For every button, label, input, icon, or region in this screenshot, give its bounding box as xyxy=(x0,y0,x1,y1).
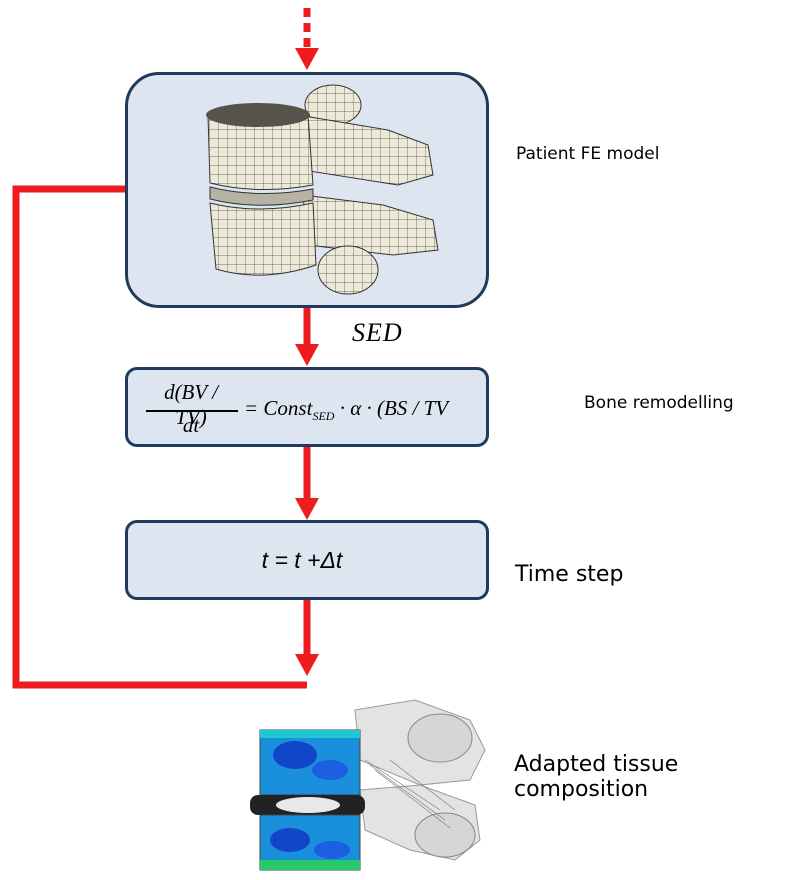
feedback-loop xyxy=(12,185,307,689)
vertebra-mesh-image xyxy=(206,84,439,295)
label-time-step: Time step xyxy=(515,562,624,587)
adapted-vertebra-image xyxy=(250,699,486,871)
incoming-arrowhead xyxy=(295,48,319,70)
arrowhead-timestep xyxy=(295,498,319,520)
time-step-box: t = t +Δt xyxy=(125,520,489,600)
time-step-formula: t = t +Δt xyxy=(261,546,343,573)
fraction-bar xyxy=(146,410,238,412)
rhs-const: = Const xyxy=(244,396,313,420)
remodelling-equation: d(BV / TV) dt = ConstSED · α · (BS / TV xyxy=(140,378,486,442)
label-fe-model: Patient FE model xyxy=(516,144,660,164)
fe-model-box xyxy=(125,72,489,308)
remodelling-box: d(BV / TV) dt = ConstSED · α · (BS / TV xyxy=(125,367,489,447)
fraction-denominator: dt xyxy=(182,413,200,437)
arrowhead-remodelling xyxy=(295,344,319,366)
sed-label: SED xyxy=(352,318,403,347)
label-remodelling: Bone remodelling xyxy=(584,393,734,413)
fraction-numerator: d(BV / TV) xyxy=(164,380,218,429)
label-adapted: Adapted tissue composition xyxy=(514,752,679,802)
equation-rhs: = ConstSED · α · (BS / TV xyxy=(244,396,448,424)
rhs-rest: · α · (BS / TV xyxy=(339,396,449,420)
rhs-subscript: SED xyxy=(312,409,335,424)
arrowhead-loop xyxy=(295,654,319,676)
